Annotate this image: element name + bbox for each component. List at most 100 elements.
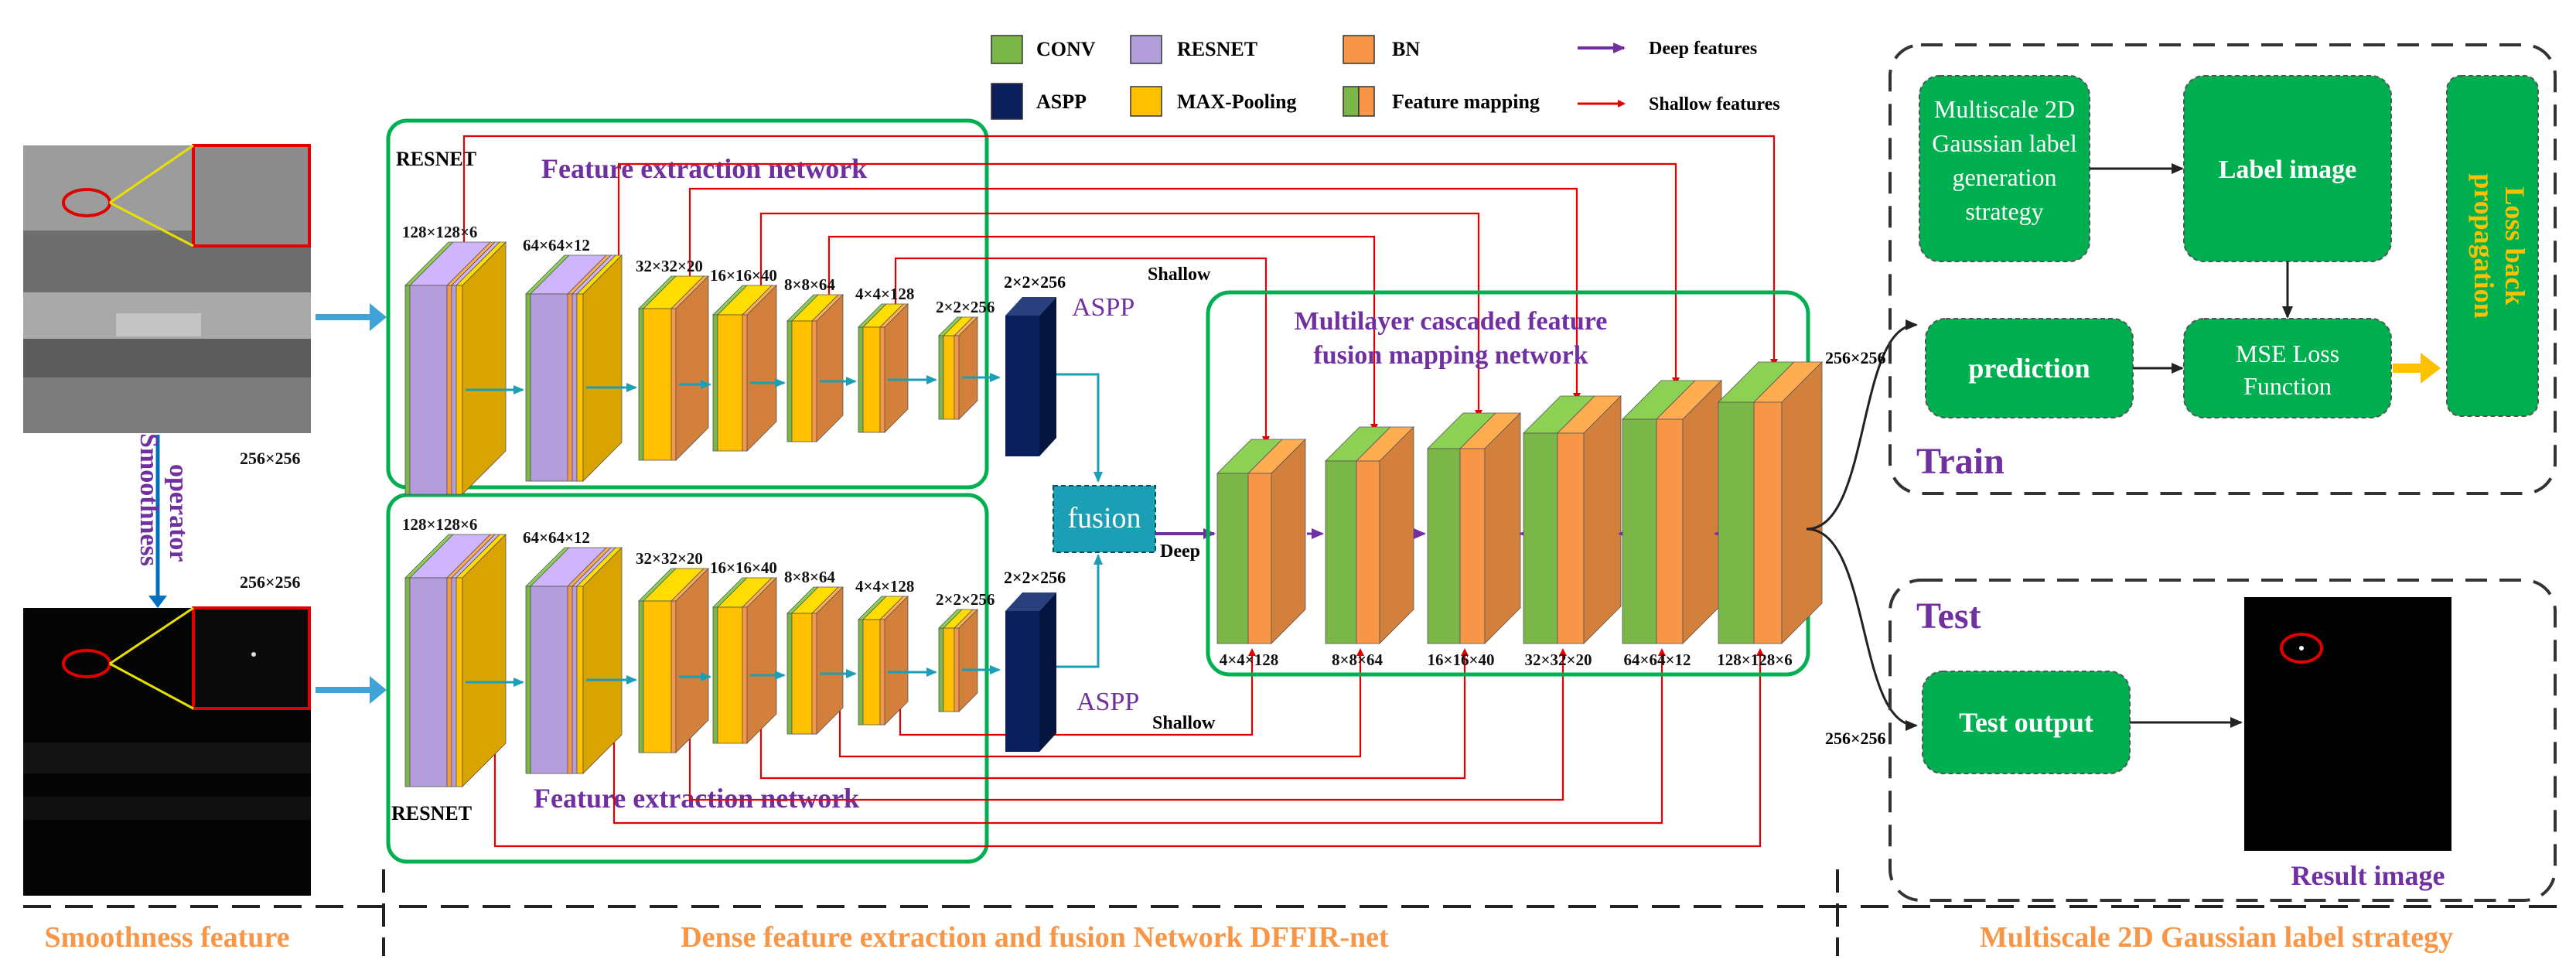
test-title: Test <box>1916 596 1981 637</box>
loss-line1: Loss back <box>2499 186 2530 305</box>
operator-label-line1: Smoothness <box>135 433 163 566</box>
legend-swatch-conv <box>991 35 1023 64</box>
mse-block <box>2183 318 2392 418</box>
input-arrow-top <box>316 303 387 331</box>
decoder-block-2 <box>1325 426 1414 644</box>
encoder-bottom-block-6 <box>858 596 909 726</box>
test-panel <box>1888 579 2557 902</box>
input-image-smoothness <box>23 606 311 896</box>
encoder-top-dim-2: 64×64×12 <box>523 236 590 254</box>
encoder-bottom-block-3 <box>638 568 709 753</box>
aspp-bottom-label: ASPP <box>1076 688 1139 716</box>
encoder-top-block-5 <box>786 294 844 442</box>
size-label-bottom: 256×256 <box>240 572 301 592</box>
prediction-text: prediction <box>1968 353 2090 384</box>
decoder-block-6 <box>1718 361 1823 644</box>
label-image-text: Label image <box>2219 155 2356 184</box>
legend-label-bn: BN <box>1392 38 1420 60</box>
train-size-label: 256×256 <box>1825 348 1886 367</box>
train-title: Train <box>1916 441 2005 482</box>
encoder-bottom-dim-3: 32×32×20 <box>636 549 703 568</box>
result-image-label: Result image <box>2291 860 2445 891</box>
operator-label-line2: operator <box>164 464 193 562</box>
encoder-box-bottom <box>386 493 989 864</box>
encoder-bottom-dim-4: 16×16×40 <box>710 558 777 577</box>
mse-line2: Function <box>2243 372 2332 400</box>
encoder-bottom-dim-7: 2×2×256 <box>936 590 995 609</box>
encoder-top-dim-1: 128×128×6 <box>402 223 477 241</box>
fusion-block <box>1053 485 1156 553</box>
gaussian-line2: Gaussian label <box>1932 129 2077 157</box>
decoder-to-train-arrow <box>1806 319 1918 531</box>
size-label-top: 256×256 <box>240 449 301 468</box>
decoder-dim-1: 4×4×128 <box>1220 650 1278 669</box>
shallow-label-top: Shallow <box>1148 265 1211 285</box>
encoder-top-block-4 <box>712 285 777 452</box>
aspp-top-dim: 2×2×256 <box>1004 272 1066 292</box>
encoder-top-block-1 <box>404 241 507 495</box>
aspp-bottom-to-fusion <box>1056 554 1103 668</box>
mse-to-loss-arrow <box>2393 353 2441 384</box>
decoder-block-3 <box>1427 412 1521 644</box>
gaussian-line3: generation <box>1952 163 2056 191</box>
decoder-dim-6: 128×128×6 <box>1717 650 1792 669</box>
deep-label: Deep <box>1160 541 1200 562</box>
decoder-block-1 <box>1216 439 1306 644</box>
legend-label-maxpool: MAX-Pooling <box>1177 90 1297 113</box>
encoder-bottom-dim-6: 4×4×128 <box>855 577 914 596</box>
decoder-block-4 <box>1523 395 1622 644</box>
encoder-bottom-block-1 <box>404 534 507 787</box>
encoder-top-block-3 <box>638 275 709 461</box>
result-target-marker <box>2280 633 2323 664</box>
decoder-to-test-arrow <box>1806 528 1918 731</box>
decoder-block-5 <box>1622 380 1722 644</box>
encoder-top-dim-7: 2×2×256 <box>936 298 995 316</box>
encoder-bottom-block-2 <box>525 547 623 774</box>
encoder-bottom-block-7 <box>938 609 978 712</box>
legend-swatch-resnet <box>1130 35 1162 64</box>
legend-label-conv: CONV <box>1036 38 1096 60</box>
legend-swatch-fm-conv <box>1343 86 1360 117</box>
aspp-bottom <box>1005 592 1056 752</box>
encoder-top-title: Feature extraction network <box>541 153 867 184</box>
encoder-box-top <box>386 118 989 490</box>
test-output-block <box>1922 671 2131 774</box>
gaussian-line4: strategy <box>1965 197 2043 225</box>
result-target-dot <box>2299 646 2304 650</box>
encoder-top-dim-5: 8×8×64 <box>784 275 835 294</box>
skip-top-5 <box>827 235 1378 432</box>
encoder-bottom-dim-5: 8×8×64 <box>784 568 835 586</box>
legend-label-feature-mapping: Feature mapping <box>1392 90 1540 113</box>
encoder-top-resnet-label: RESNET <box>396 148 476 170</box>
loss-line2: propagation <box>2469 173 2499 318</box>
fusion-label: fusion <box>1068 502 1141 534</box>
legend-label-aspp: ASPP <box>1036 90 1087 113</box>
encoder-bottom-dim-2: 64×64×12 <box>523 528 590 547</box>
legend-swatch-fm-bn <box>1358 86 1375 117</box>
legend-swatch-maxpool <box>1130 86 1162 117</box>
skip-bottom-5 <box>838 648 1364 758</box>
test-size-label: 256×256 <box>1825 729 1886 748</box>
encoder-top-block-6 <box>858 303 909 433</box>
aspp-top <box>1005 297 1056 456</box>
skip-bottom-2 <box>612 648 1666 825</box>
skip-bottom-1 <box>493 648 1764 848</box>
encoder-bottom-title: Feature extraction network <box>534 783 859 814</box>
section-label-smoothness: Smoothness feature <box>44 921 289 954</box>
encoder-bottom-resnet-label: RESNET <box>391 802 472 825</box>
aspp-bottom-dim: 2×2×256 <box>1004 568 1066 587</box>
legend-label-resnet: RESNET <box>1177 38 1257 60</box>
decoder-dim-2: 8×8×64 <box>1332 650 1383 669</box>
aspp-top-to-fusion <box>1056 373 1103 483</box>
encoder-top-dim-4: 16×16×40 <box>710 266 777 285</box>
result-image <box>2244 597 2451 851</box>
gaussian-line1: Multiscale 2D <box>1934 95 2075 123</box>
skip-bottom-3 <box>688 648 1567 801</box>
section-label-gaussian: Multiscale 2D Gaussian label strategy <box>1980 921 2453 954</box>
input-image-original <box>23 144 311 433</box>
